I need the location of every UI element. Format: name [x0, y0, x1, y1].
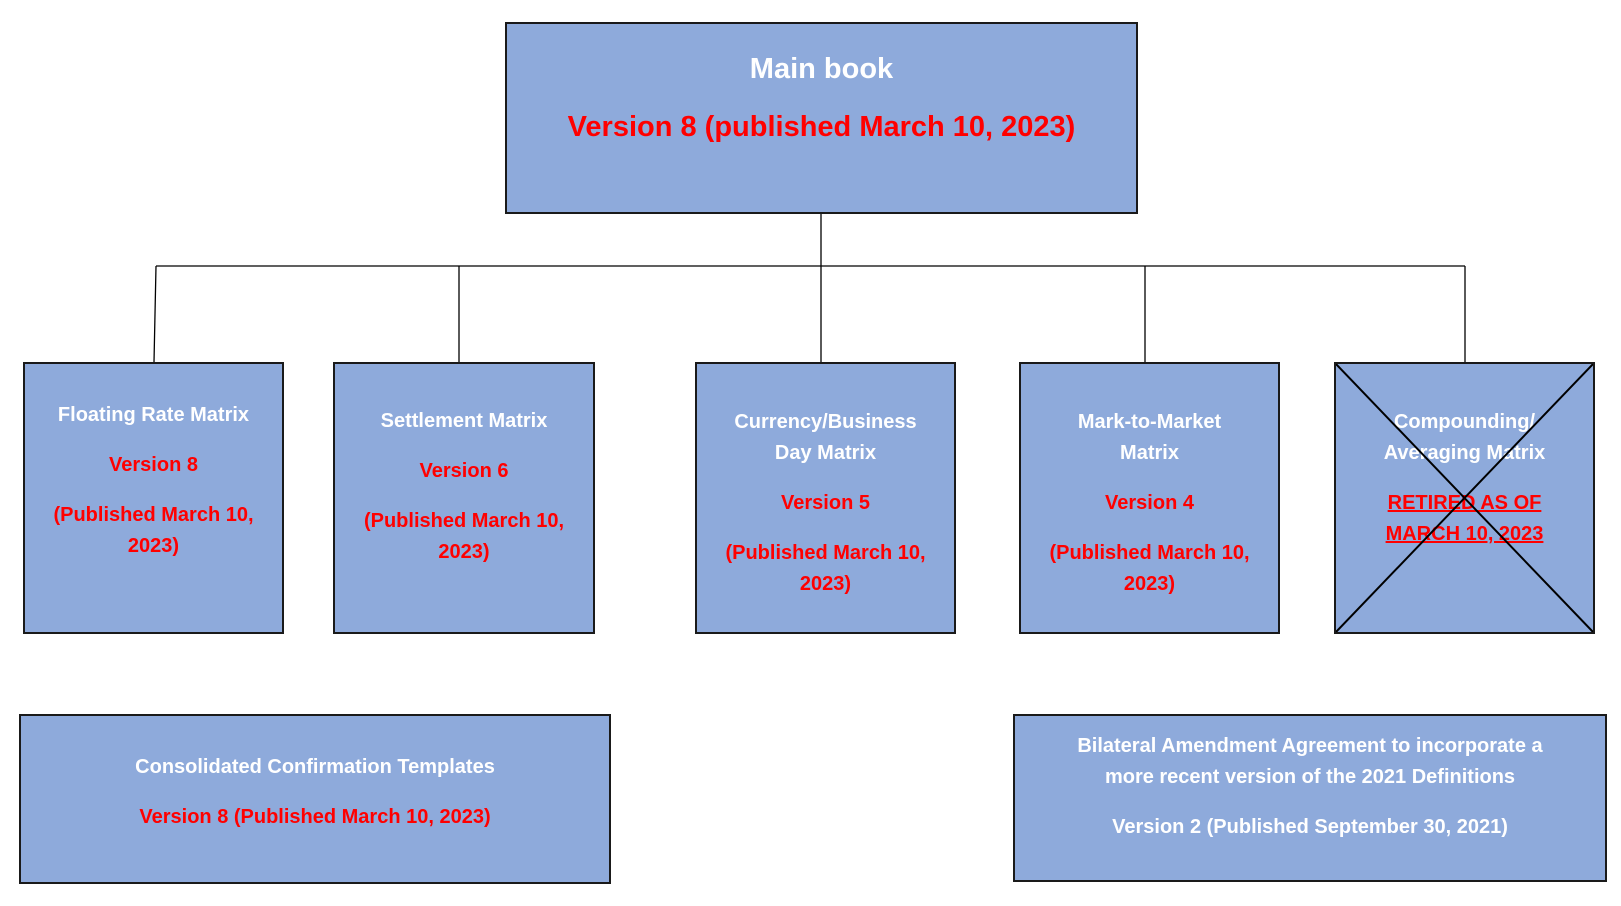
- main-book-title: Main book: [749, 53, 894, 85]
- confirmation-version: Version 8 (Published March 10, 2023): [139, 806, 491, 828]
- bilateral-title-line-2: more recent version of the 2021 Definiti…: [1104, 766, 1516, 788]
- main-book-version: Version 8 (published March 10, 2023): [567, 111, 1076, 143]
- matrix-title: Settlement Matrix: [380, 410, 548, 432]
- matrix-version: Version 4: [1105, 492, 1194, 514]
- mark-to-market-matrix-box: Mark-to-Market Matrix Version 4 (Publish…: [1019, 362, 1280, 634]
- matrix-title: Floating Rate Matrix: [57, 404, 250, 426]
- matrix-published-date: (Published March 10,: [53, 504, 254, 526]
- retired-status-line-2: MARCH 10, 2023: [1385, 523, 1544, 545]
- matrix-version: Version 8: [109, 454, 198, 476]
- matrix-published-year: 2023): [1123, 573, 1176, 595]
- matrix-title-line-2: Averaging Matrix: [1383, 442, 1546, 464]
- floating-rate-matrix-box: Floating Rate Matrix Version 8 (Publishe…: [23, 362, 284, 634]
- connector-floating-rate: [153, 265, 157, 363]
- currency-business-day-matrix-box: Currency/Business Day Matrix Version 5 (…: [695, 362, 956, 634]
- matrix-published-year: 2023): [799, 573, 852, 595]
- matrix-title-line-1: Currency/Business: [734, 411, 917, 433]
- settlement-matrix-box: Settlement Matrix Version 6 (Published M…: [333, 362, 595, 634]
- bilateral-title-line-1: Bilateral Amendment Agreement to incorpo…: [1077, 735, 1543, 757]
- matrix-published-date: (Published March 10,: [725, 542, 926, 564]
- matrix-title-line-1: Compounding/: [1393, 411, 1536, 433]
- matrix-published-date: (Published March 10,: [363, 510, 565, 532]
- matrix-published-year: 2023): [127, 535, 180, 557]
- compounding-averaging-matrix-box: Compounding/ Averaging Matrix RETIRED AS…: [1334, 362, 1595, 634]
- matrix-title-line-2: Day Matrix: [774, 442, 877, 464]
- matrix-title-line-2: Matrix: [1120, 442, 1179, 464]
- confirmation-title: Consolidated Confirmation Templates: [135, 756, 495, 778]
- matrix-published-year: 2023): [438, 541, 490, 563]
- consolidated-confirmation-templates-box: Consolidated Confirmation Templates Vers…: [19, 714, 611, 884]
- matrix-version: Version 5: [781, 492, 870, 514]
- matrix-published-date: (Published March 10,: [1049, 542, 1250, 564]
- main-book-box: Main book Version 8 (published March 10,…: [505, 22, 1138, 214]
- bilateral-amendment-agreement-box: Bilateral Amendment Agreement to incorpo…: [1013, 714, 1607, 882]
- retired-status-line-1: RETIRED AS OF: [1387, 492, 1542, 514]
- matrix-title-line-1: Mark-to-Market: [1077, 411, 1222, 433]
- bilateral-version: Version 2 (Published September 30, 2021): [1112, 816, 1508, 838]
- matrix-version: Version 6: [419, 460, 509, 482]
